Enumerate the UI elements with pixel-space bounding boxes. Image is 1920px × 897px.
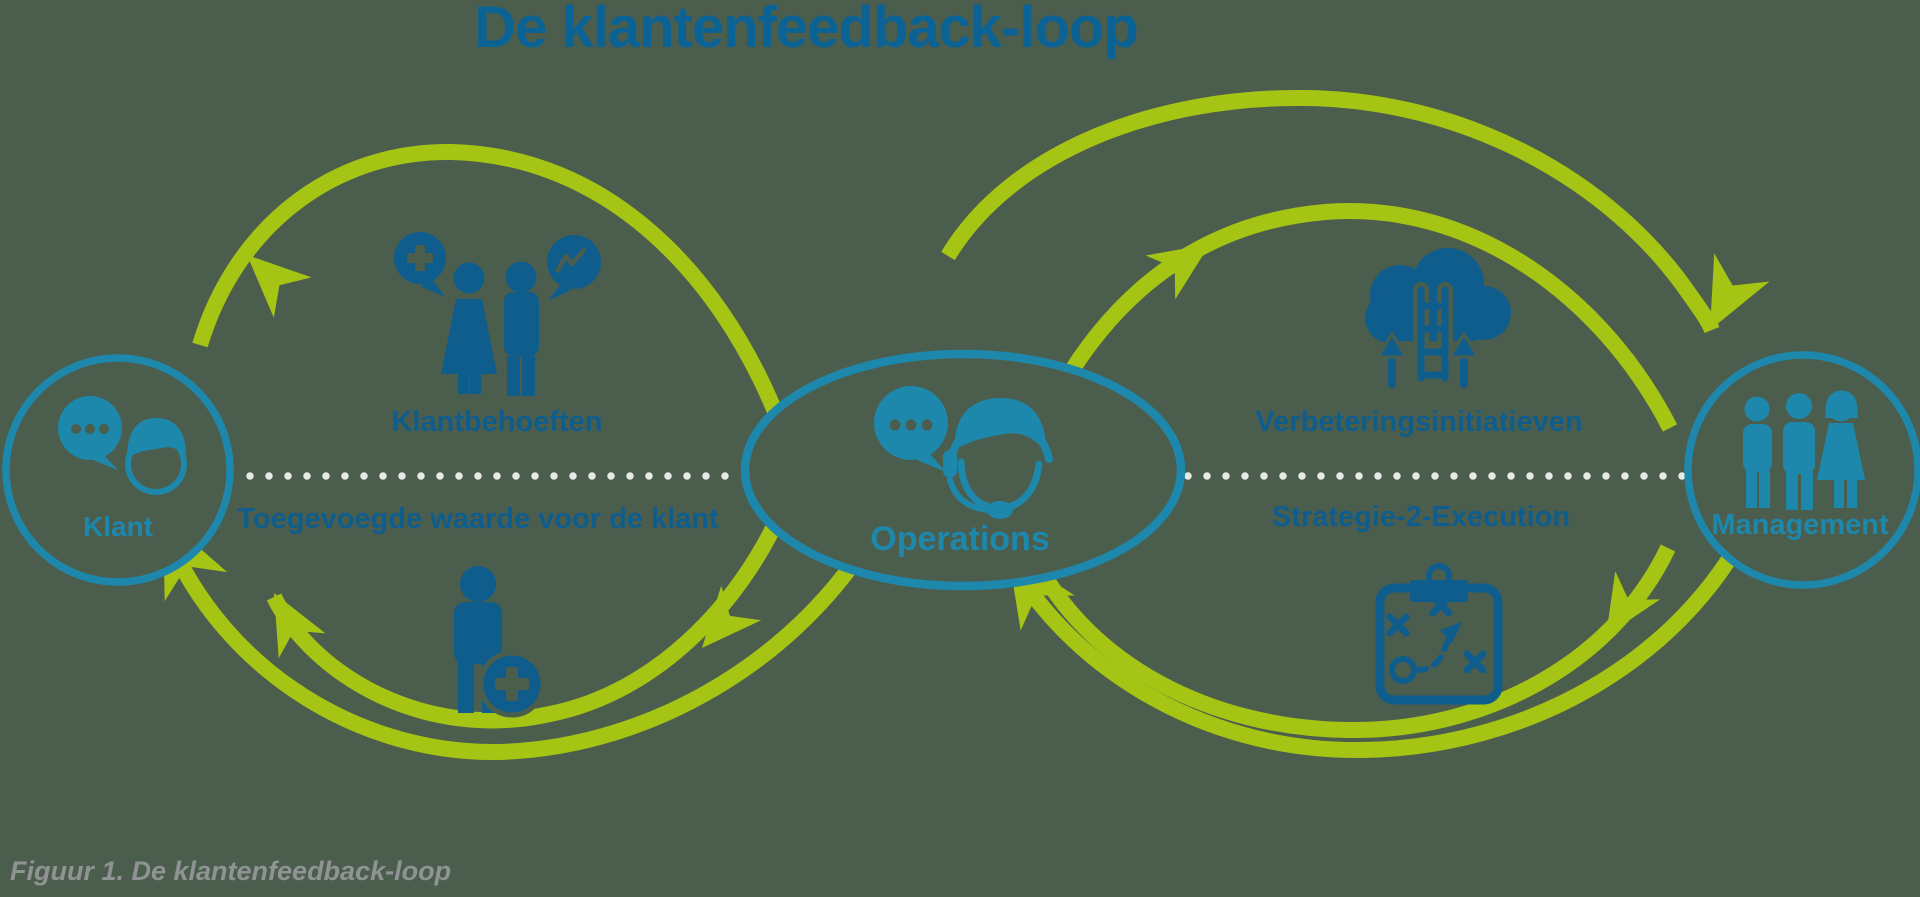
figure-caption: Figuur 1. De klantenfeedback-loop — [10, 856, 452, 886]
operations-node-label: Operations — [870, 520, 1050, 558]
right-loop-bottom-outer-arc — [1000, 502, 1766, 759]
up-arrow-icon — [1375, 331, 1409, 392]
left-loop-top-label: Klantbehoeften — [391, 406, 603, 438]
right-loop-bottom-inner-arc — [1033, 544, 1676, 739]
operator-headset-icon — [874, 386, 1053, 519]
customer-chat-icon — [58, 396, 187, 495]
management-node-label: Management — [1711, 509, 1889, 541]
loop-arcs — [155, 89, 1766, 761]
up-arrow-icon — [1447, 331, 1481, 392]
page-title: De klantenfeedback-loop — [474, 0, 1138, 60]
left-loop-bottom-outer-arc — [155, 510, 892, 761]
left-loop-bottom-inner-arc — [266, 514, 786, 729]
strategy-board-icon — [1375, 563, 1503, 705]
left-loop-top-arc — [192, 143, 784, 418]
right-loop-top-label: Verbeteringsinitiatieven — [1255, 406, 1583, 438]
team-icon — [1743, 390, 1865, 510]
klant-node-label: Klant — [83, 511, 153, 542]
right-loop-top-inner-arc — [1022, 203, 1678, 456]
right-loop-bottom-label: Strategie-2-Execution — [1271, 501, 1571, 533]
customer-needs-people-icon — [394, 232, 601, 396]
right-loop-top-outer-arc — [941, 89, 1720, 334]
cloud-ladder-icon — [1365, 248, 1511, 392]
person-added-value-icon — [454, 566, 546, 718]
left-loop-bottom-label: Toegevoegde waarde voor de klant — [237, 503, 719, 535]
